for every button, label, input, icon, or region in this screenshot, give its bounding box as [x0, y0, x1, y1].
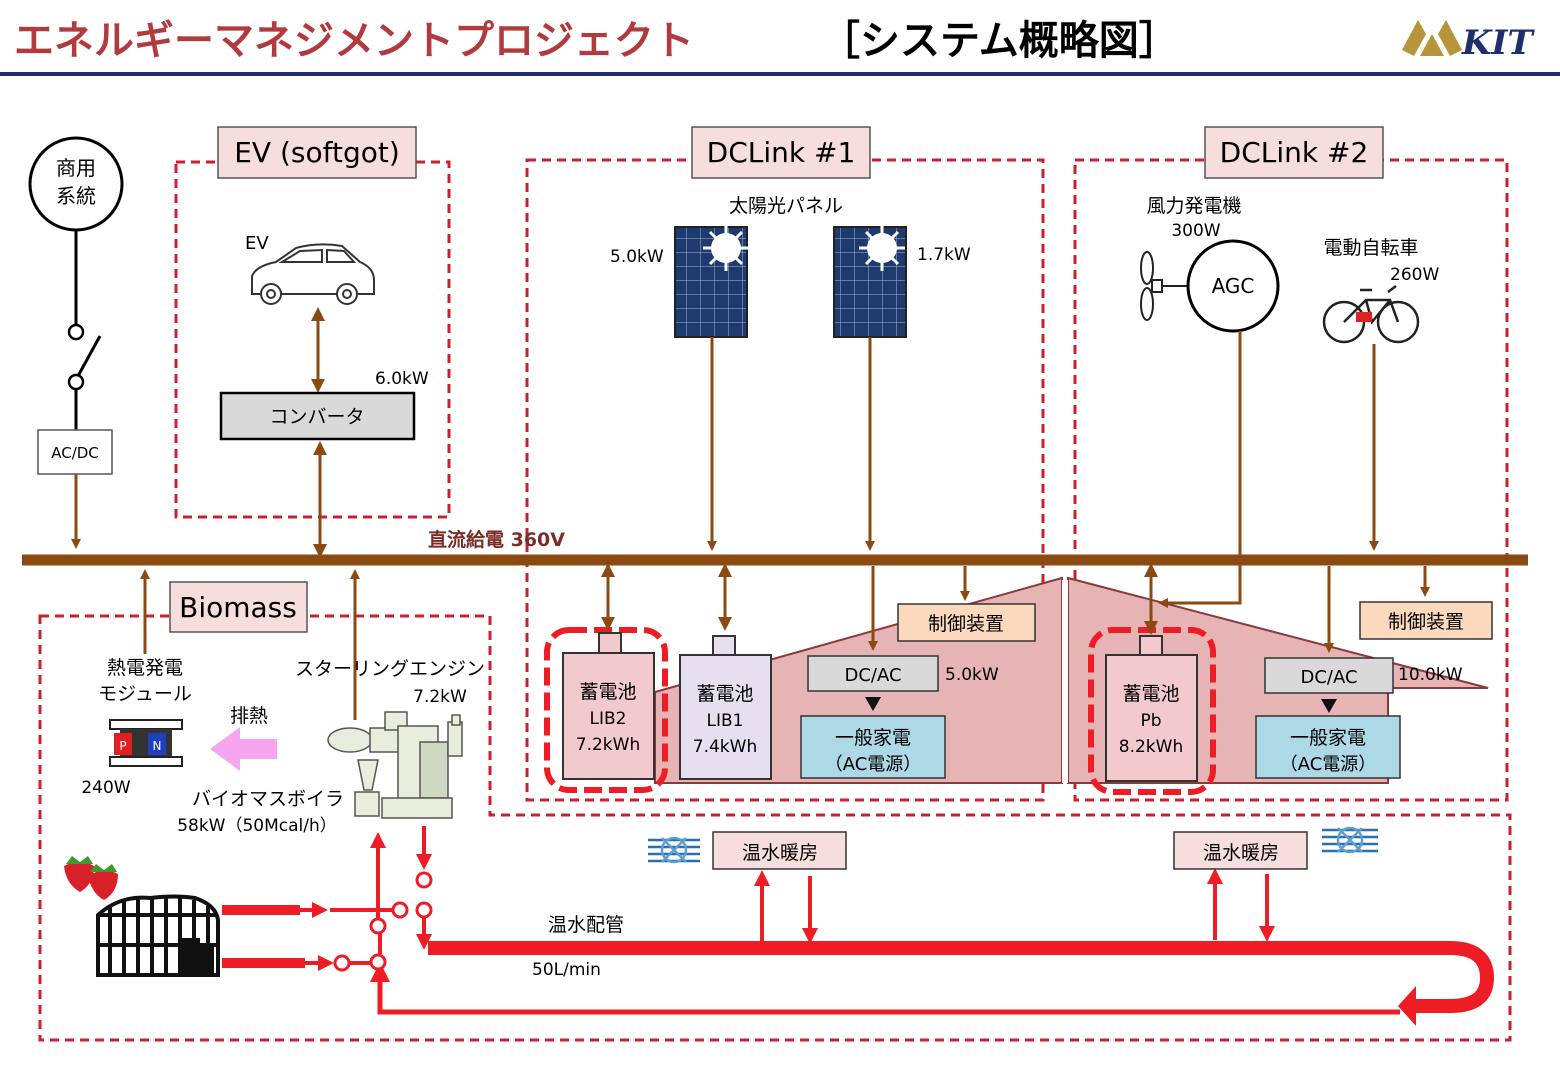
- ev-group-title: EV (softgot): [234, 136, 400, 169]
- ev-section: EV 6.0kW コンバータ: [219, 233, 429, 558]
- peltier-module-icon: P N: [109, 719, 183, 767]
- dclink1-appliance-line2: （AC電源）: [825, 754, 922, 775]
- agc-label: AGC: [1212, 274, 1255, 298]
- battery-pb-capacity: 8.2kWh: [1119, 737, 1183, 757]
- dclink2-appliance-line2: （AC電源）: [1280, 754, 1377, 775]
- dclink1-control-label: 制御装置: [928, 613, 1004, 635]
- solar-panel-icon: [674, 225, 749, 338]
- dc-bus-label: 直流給電 360V: [428, 528, 565, 551]
- dclink1-dcac-label: DC/AC: [844, 665, 901, 686]
- stirling-label: スターリングエンジン: [295, 658, 485, 680]
- heater-2-label: 温水暖房: [1203, 842, 1279, 864]
- bike-power: 260W: [1390, 265, 1439, 285]
- stirling-power: 7.2kW: [413, 687, 467, 707]
- wind-power: 300W: [1171, 221, 1220, 241]
- header: エネルギーマネジメントプロジェクト ［システム概略図］ KIT: [0, 18, 1560, 76]
- boiler-label: バイオマスボイラ: [192, 788, 344, 810]
- wind-turbine-icon: [1140, 251, 1188, 321]
- switch-lever: [76, 335, 102, 377]
- strawberry-icon: [64, 856, 118, 900]
- dclink2-dcac-power: 10.0kW: [1398, 665, 1463, 685]
- peltier-p-label: P: [119, 739, 126, 753]
- battery-pb-type: Pb: [1140, 711, 1161, 731]
- solar-panel-2-power: 1.7kW: [917, 245, 971, 265]
- bike-label: 電動自転車: [1323, 237, 1418, 259]
- heater-1-label: 温水暖房: [742, 842, 818, 864]
- battery-lib1: [679, 654, 772, 780]
- dclink2-appliance-line1: 一般家電: [1290, 727, 1366, 749]
- dclink2-dcac-label: DC/AC: [1300, 667, 1357, 688]
- page-title: エネルギーマネジメントプロジェクト: [14, 18, 694, 64]
- battery-lib1-type: LIB1: [707, 711, 744, 731]
- heater-2: [1173, 831, 1308, 870]
- dclink2-group-title: DCLink #2: [1220, 136, 1369, 169]
- ev-label: EV: [245, 233, 269, 254]
- sun-icon: [703, 225, 749, 271]
- grid-section: 商用 系統 AC/DC: [28, 136, 124, 549]
- dclink2-dcac: [1264, 657, 1394, 694]
- solar-panel-1-power: 5.0kW: [610, 247, 664, 267]
- ev-group-border: [174, 160, 451, 519]
- biomass-section: 熱電発電 モジュール P N 240W 排熱 スターリングエンジン 7.2kW: [64, 569, 485, 977]
- kit-logo: KIT: [1402, 20, 1535, 63]
- kit-logo-mark-icon: [1402, 20, 1462, 56]
- group-titles: EV (softgot) DCLink #1 DCLink #2 Biomass: [169, 126, 1384, 633]
- dclink2-section: 風力発電機 300W AGC 電動自転車 260W 蓄電池 Pb 8.2kWh: [1088, 195, 1493, 795]
- battery-lib2-capacity: 7.2kWh: [576, 735, 640, 755]
- peltier-n-label: N: [153, 739, 162, 753]
- hot-water-loop: [222, 826, 1495, 1026]
- agc-circle: [1186, 239, 1280, 333]
- ev-converter-power: 6.0kW: [375, 369, 429, 389]
- battery-lib1-capacity: 7.4kWh: [693, 737, 757, 757]
- ev-converter-label: コンバータ: [269, 406, 364, 428]
- logo-text: KIT: [1461, 23, 1535, 63]
- dclink1-section: 太陽光パネル 5.0kW 1.7kW 蓄電池 LIB2 7.2kWh: [544, 195, 1036, 793]
- boiler-engine-icon: [327, 711, 463, 819]
- acdc-converter: [37, 429, 113, 475]
- dclink1-group-title: DCLink #1: [707, 136, 856, 169]
- dclink2-appliance: [1255, 715, 1401, 779]
- battery-pb: [1105, 654, 1198, 782]
- waste-heat-arrow-icon: [210, 727, 277, 771]
- grid-label-2: 系統: [56, 184, 96, 208]
- biomass-group-title: Biomass: [179, 591, 297, 624]
- dclink1-dcac: [807, 655, 939, 692]
- switch-contact-top-icon: [67, 323, 85, 341]
- dclink2-control-label: 制御装置: [1388, 611, 1464, 633]
- bicycle-icon: [1322, 285, 1420, 344]
- dclink1-appliance-line1: 一般家電: [835, 727, 911, 749]
- grid-label-1: 商用: [56, 156, 96, 180]
- greenhouse-icon: [96, 894, 220, 977]
- biomass-group-border: [38, 614, 1512, 1042]
- thermo-label-2: モジュール: [98, 683, 192, 705]
- thermo-power: 240W: [81, 778, 130, 798]
- battery-lib2-name: 蓄電池: [579, 681, 636, 703]
- radiator-icon: [1322, 826, 1378, 854]
- dclink2-control: [1359, 601, 1493, 640]
- ev-converter: [219, 391, 416, 441]
- dclink1-appliance: [800, 715, 946, 779]
- thermo-label-1: 熱電発電: [107, 657, 183, 679]
- dclink1-control: [897, 603, 1036, 642]
- battery-lib2-type: LIB2: [590, 709, 627, 729]
- acdc-label: AC/DC: [51, 444, 99, 462]
- wind-label: 風力発電機: [1146, 195, 1241, 217]
- boiler-power: 58kW（50Mcal/h）: [177, 816, 337, 836]
- heater-1: [712, 831, 847, 870]
- hot-water-flow: 50L/min: [532, 960, 601, 980]
- hot-water-pipe-label: 温水配管: [548, 914, 624, 936]
- page-subtitle: ［システム概略図］: [820, 18, 1179, 64]
- dclink1-dcac-power: 5.0kW: [945, 665, 999, 685]
- sun-icon: [859, 225, 905, 271]
- battery-lib1-name: 蓄電池: [696, 683, 753, 705]
- solar-panel-icon: [833, 225, 907, 338]
- switch-contact-bottom-icon: [67, 373, 85, 391]
- battery-lib2: [562, 652, 655, 780]
- battery-pb-name: 蓄電池: [1122, 683, 1179, 705]
- radiator-icon: [648, 836, 700, 864]
- car-icon: [251, 243, 375, 305]
- waste-heat-label: 排熱: [230, 705, 268, 727]
- solar-panel-label: 太陽光パネル: [729, 195, 843, 217]
